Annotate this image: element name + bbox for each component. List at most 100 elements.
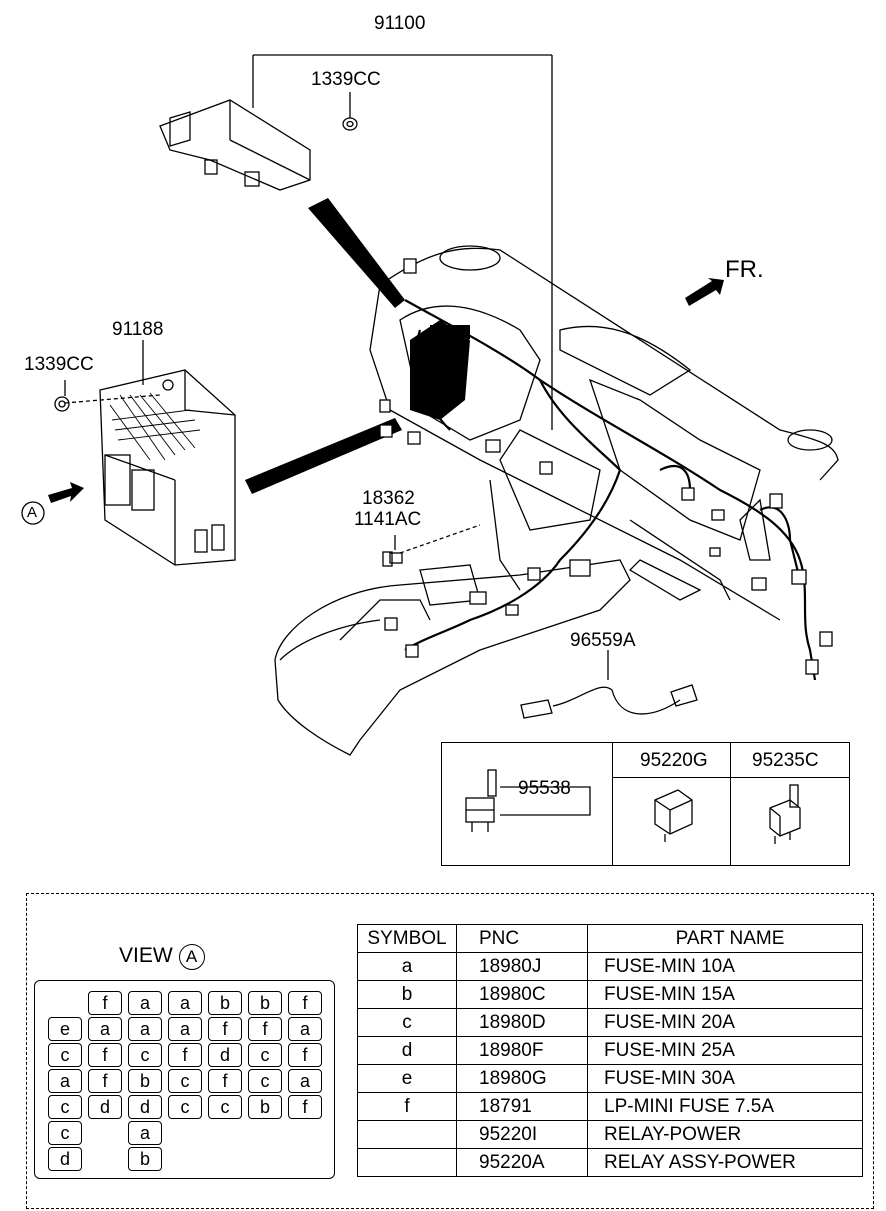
fuse-slot: b: [208, 991, 242, 1015]
harness-sweep: [245, 198, 405, 494]
fuse-slot: d: [88, 1095, 122, 1119]
view-label: VIEW: [119, 944, 173, 967]
callout-91100: 91100: [374, 13, 426, 34]
harness-junction: [410, 320, 470, 420]
fuse-slot: f: [288, 1095, 322, 1119]
cell-part-name: FUSE-MIN 30A: [587, 1064, 863, 1093]
nut-icon: [342, 117, 358, 131]
cell-part-name: LP-MINI FUSE 7.5A: [587, 1092, 863, 1121]
view-marker-label: A: [27, 504, 38, 521]
relay-95235C-icon: [769, 784, 801, 844]
cell-pnc: 18980F: [456, 1036, 588, 1065]
view-arrow-icon: [21, 482, 84, 525]
cell-pnc: 95220A: [456, 1148, 588, 1177]
fuse-slot: c: [168, 1095, 202, 1119]
fuse-slot: a: [48, 1069, 82, 1093]
connectors: [379, 258, 833, 675]
header-part-name: PART NAME: [587, 924, 863, 953]
forward-arrow-icon: [685, 278, 724, 306]
fuse-slot: f: [208, 1069, 242, 1093]
callout-1141ac: 1141AC: [354, 509, 422, 530]
fuse-slot: c: [48, 1095, 82, 1119]
cell-symbol: a: [357, 952, 457, 981]
fuse-slot: f: [88, 1043, 122, 1067]
cell-symbol: d: [357, 1036, 457, 1065]
fuse-slot: f: [208, 1017, 242, 1041]
direction-label: FR.: [725, 256, 764, 283]
fuse-slot: a: [288, 1069, 322, 1093]
fuse-slot: c: [248, 1069, 282, 1093]
callout-95220g: 95220G: [640, 750, 708, 771]
dashboard-outline: [369, 245, 839, 621]
fuse-slot: c: [248, 1043, 282, 1067]
fuse-slot: c: [48, 1043, 82, 1067]
cell-part-name: FUSE-MIN 25A: [587, 1036, 863, 1065]
fuse-slot: f: [288, 1043, 322, 1067]
cell-pnc: 18980J: [456, 952, 588, 981]
junction-box: [64, 340, 236, 566]
fuse-slot: d: [208, 1043, 242, 1067]
fuse-slot: a: [88, 1017, 122, 1041]
cell-symbol: e: [357, 1064, 457, 1093]
legend-area: [26, 893, 874, 1209]
header-pnc: PNC: [456, 924, 588, 953]
bolt-icon: [382, 524, 481, 567]
relay-95220G-icon: [654, 789, 693, 842]
fuse-slot: f: [288, 991, 322, 1015]
fuse-slot: f: [248, 1017, 282, 1041]
fuse-slot: a: [168, 1017, 202, 1041]
fuse-slot: a: [288, 1017, 322, 1041]
callout-95235c: 95235C: [752, 750, 819, 771]
cell-symbol: b: [357, 980, 457, 1009]
cell-pnc: 18980G: [456, 1064, 588, 1093]
relay-box: 95538 95220G 95235C: [441, 742, 850, 866]
callout-95538: 95538: [518, 778, 571, 799]
callout-1339cc-left: 1339CC: [24, 354, 94, 375]
cell-part-name: FUSE-MIN 10A: [587, 952, 863, 981]
cell-pnc: 95220I: [456, 1120, 588, 1149]
fuse-slot: c: [128, 1043, 162, 1067]
cell-part-name: RELAY-POWER: [587, 1120, 863, 1149]
cable-part: [520, 650, 698, 719]
fuse-slot: c: [208, 1095, 242, 1119]
main-harness: [404, 299, 817, 681]
cell-symbol: [357, 1120, 457, 1149]
center-console: [274, 559, 631, 756]
fuse-slot: a: [128, 1017, 162, 1041]
callout-96559a: 96559A: [570, 630, 636, 651]
cell-pnc: 18980C: [456, 980, 588, 1009]
fuse-slot: f: [168, 1043, 202, 1067]
fuse-slot: d: [48, 1147, 82, 1171]
nut-icon: [54, 380, 70, 412]
callout-1339cc-top: 1339CC: [311, 69, 381, 90]
relay-95538-icon: [465, 769, 591, 832]
fuse-slot: c: [48, 1121, 82, 1145]
fuse-slot: e: [48, 1017, 82, 1041]
bracket-part: [159, 99, 311, 191]
cell-part-name: RELAY ASSY-POWER: [587, 1148, 863, 1177]
fuse-slot: c: [168, 1069, 202, 1093]
cell-symbol: f: [357, 1092, 457, 1121]
callout-91188: 91188: [112, 319, 164, 340]
cell-pnc: 18980D: [456, 1008, 588, 1037]
callout-18362: 18362: [362, 488, 415, 509]
fuse-slot: a: [128, 1121, 162, 1145]
fuse-slot: b: [128, 1147, 162, 1171]
header-symbol: SYMBOL: [357, 924, 457, 953]
cell-symbol: [357, 1148, 457, 1177]
fuse-slot: b: [128, 1069, 162, 1093]
table-header-row: SYMBOL PNC PART NAME: [357, 924, 863, 953]
fuse-slot: f: [88, 1069, 122, 1093]
cell-part-name: FUSE-MIN 20A: [587, 1008, 863, 1037]
